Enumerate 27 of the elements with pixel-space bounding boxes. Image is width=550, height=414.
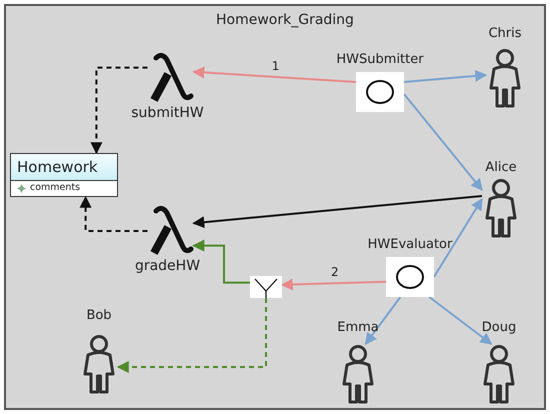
dashed-arrow xyxy=(80,196,148,232)
actor-name: Bob xyxy=(85,308,113,323)
class-box xyxy=(10,153,118,197)
arrow xyxy=(433,198,483,278)
arrow xyxy=(403,93,483,191)
fork-node xyxy=(250,276,282,298)
role-label: HWEvaluator xyxy=(366,237,454,252)
attribute-name: comments xyxy=(30,182,80,193)
function-label: gradeHW xyxy=(134,258,202,274)
class-name: Homework xyxy=(11,154,117,181)
dashed-arrow xyxy=(116,298,267,373)
actor-name: Doug xyxy=(480,320,518,335)
arrow xyxy=(192,195,482,228)
arrow xyxy=(192,240,250,284)
arrow xyxy=(364,296,402,345)
arrow xyxy=(280,278,386,290)
diagram-frame xyxy=(4,4,546,410)
frame-label: Homework_Grading xyxy=(216,12,354,28)
arrow xyxy=(192,66,356,83)
arrow xyxy=(404,70,488,83)
actor-name: Alice xyxy=(484,160,518,175)
arrow xyxy=(428,296,492,345)
actor-name: Emma xyxy=(336,320,380,335)
function-label: submitHW xyxy=(130,105,205,121)
dashed-arrow xyxy=(90,66,148,154)
actor-name: Chris xyxy=(487,26,523,41)
role-label: HWSubmitter xyxy=(335,52,425,67)
